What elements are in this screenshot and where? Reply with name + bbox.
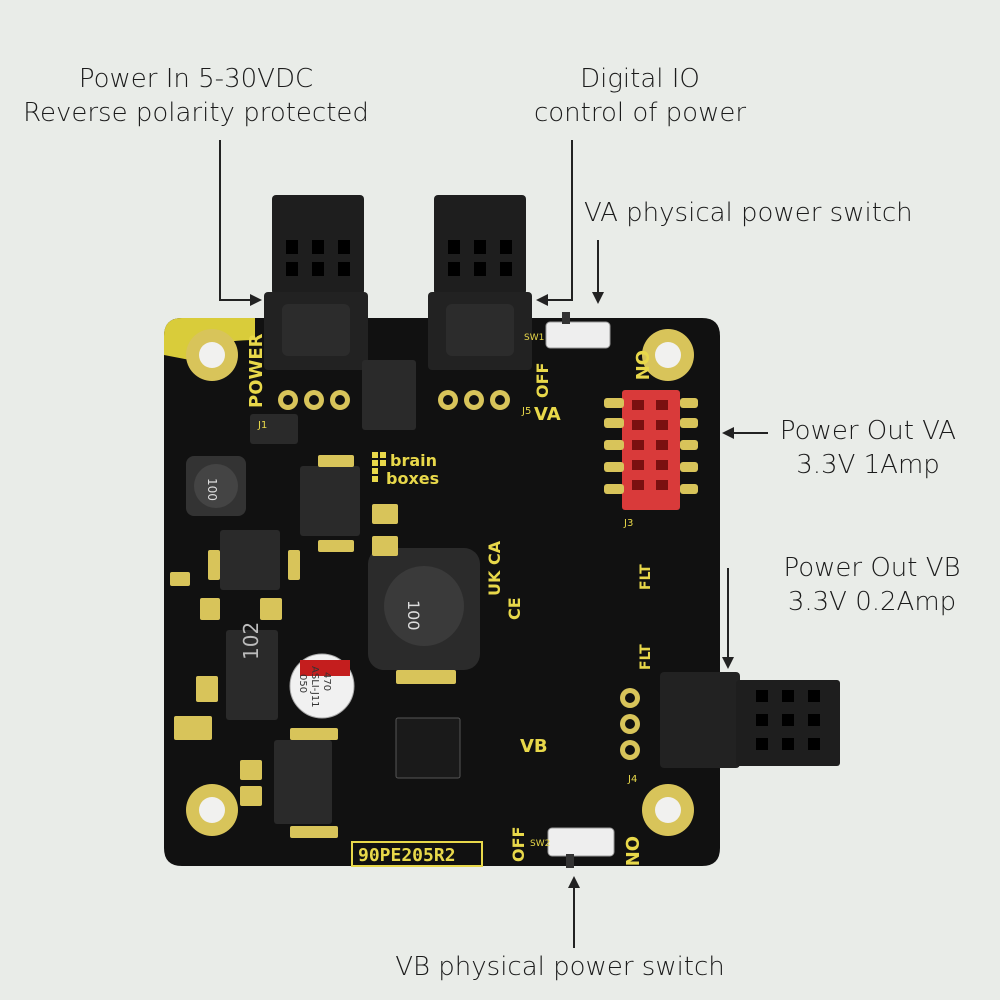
logo-brain: brain	[390, 451, 437, 470]
power-in-line2: Reverse polarity protected	[23, 98, 369, 128]
silk-j3: J3	[623, 518, 633, 529]
cap-marking-asli: ASLI-J11	[309, 666, 320, 708]
va-switch-line1: VA physical power switch	[584, 198, 913, 228]
cap-marking-050: 050	[297, 674, 308, 693]
brainboxes-logo: brain boxes	[372, 451, 439, 488]
cap-marking-470: 470	[321, 672, 332, 691]
silk-flt-va: FLT	[638, 564, 654, 590]
va-switch-label: VA physical power switch	[584, 196, 940, 230]
silk-power: POWER	[246, 333, 267, 408]
logo-boxes: boxes	[386, 469, 439, 488]
silk-j1: J1	[257, 420, 267, 431]
inductor-main-marking: 100	[404, 600, 423, 631]
silk-j4: J4	[627, 774, 637, 785]
vb-switch-line1: VB physical power switch	[395, 952, 725, 982]
silk-on-2: ON	[621, 836, 642, 866]
digital-io-label: Digital IO control of power	[520, 62, 760, 130]
silk-j5: J5	[521, 406, 531, 417]
silk-vb: VB	[520, 736, 548, 757]
digital-io-line2: control of power	[533, 98, 747, 128]
power-out-vb-line1: Power Out VB	[783, 553, 961, 583]
silk-va: VA	[534, 404, 561, 425]
silk-ce: CE	[505, 597, 524, 620]
power-out-vb-label: Power Out VB 3.3V 0.2Amp	[772, 551, 972, 619]
power-in-label: Power In 5-30VDC Reverse polarity protec…	[10, 62, 382, 130]
power-out-vb-line2: 3.3V 0.2Amp	[787, 587, 957, 617]
silk-off-2: OFF	[509, 827, 528, 862]
power-out-va-label: Power Out VA 3.3V 1Amp	[768, 414, 968, 482]
digital-io-line1: Digital IO	[580, 64, 700, 94]
silk-ukca: UK CA	[485, 540, 504, 596]
power-in-line1: Power In 5-30VDC	[78, 64, 314, 94]
silk-on: ON	[631, 350, 652, 380]
power-out-va-line1: Power Out VA	[779, 416, 957, 446]
inductor-small-marking: 100	[205, 478, 219, 501]
big-inductor-marking: 102	[239, 622, 263, 660]
part-number: 90PE205R2	[358, 845, 456, 866]
power-out-va-line2: 3.3V 1Amp	[796, 450, 940, 480]
silk-sw2: SW2	[530, 839, 550, 849]
vb-switch-label: VB physical power switch	[380, 950, 740, 984]
silk-off: OFF	[533, 363, 552, 398]
silk-sw1: SW1	[524, 333, 544, 343]
silk-flt-vb: FLT	[638, 644, 654, 670]
